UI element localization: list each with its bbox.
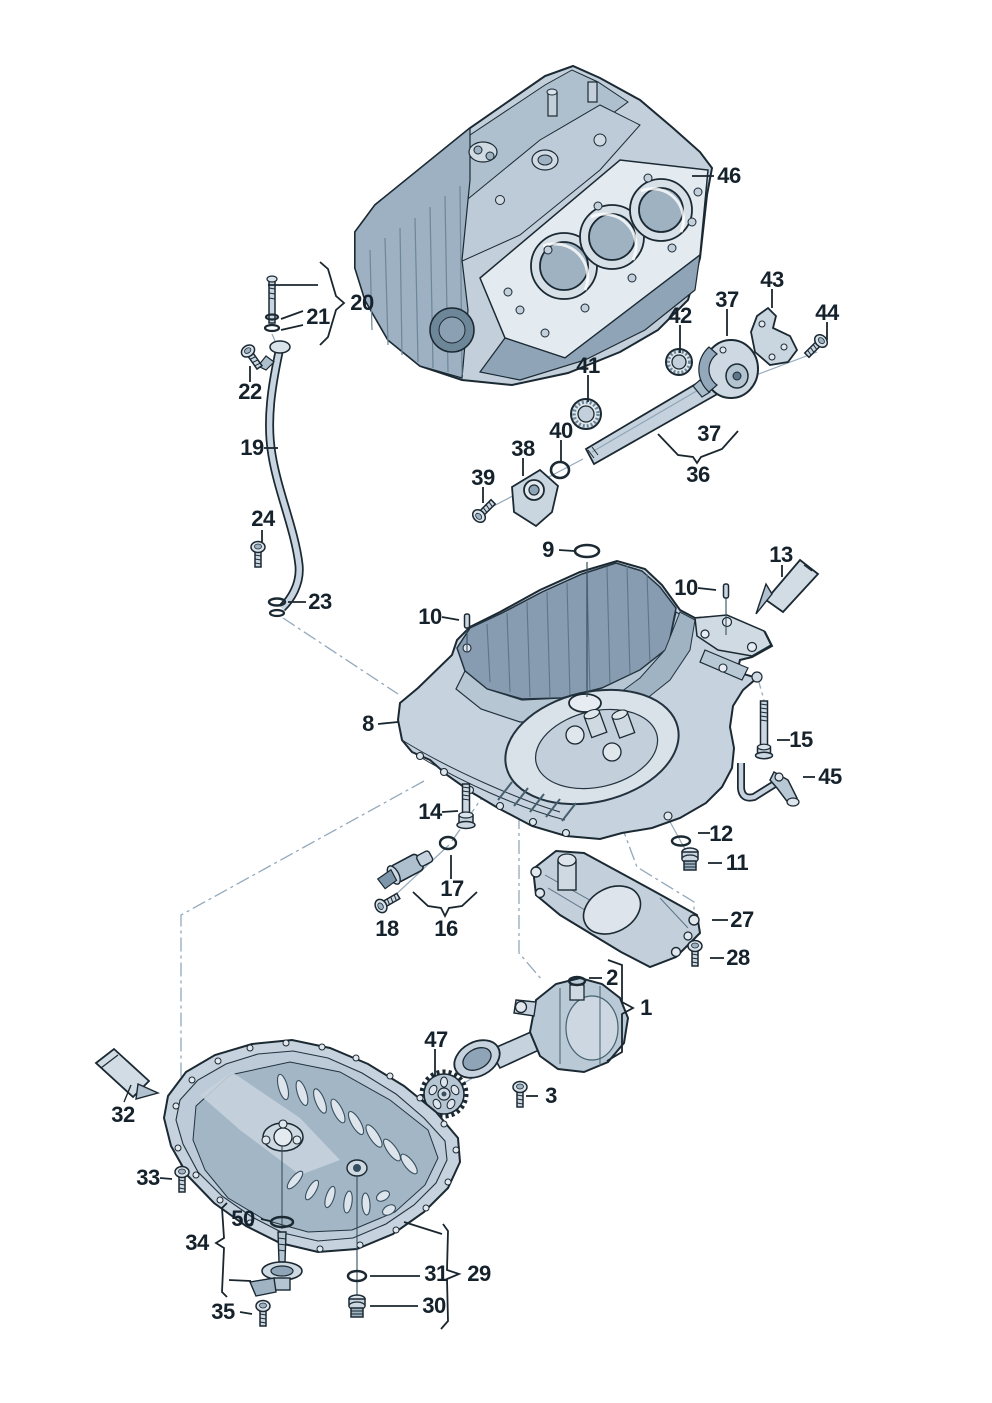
part-label-28: 28 [726,945,750,970]
engine-block-drawing [354,64,714,387]
bearing-42 [665,348,693,376]
part-label-24: 24 [251,506,275,531]
solenoid-valve-group [371,835,458,916]
part-label-27: 27 [730,907,754,932]
washer-21b [263,323,281,333]
part-label-41: 41 [576,353,600,378]
part-label-36: 36 [686,462,710,487]
part-label-38: 38 [511,436,535,461]
oring-31 [346,1269,368,1283]
part-label-37: 37 [697,421,721,446]
part-label-31: 31 [424,1261,448,1286]
part-label-22: 22 [238,379,262,404]
washer-23b [268,608,286,618]
part-label-2: 2 [606,965,618,990]
part-label-11: 11 [725,850,749,875]
dipstick-tube-group [238,275,304,618]
part-label-40: 40 [549,418,573,443]
windage-tray-group [530,849,703,969]
washer-21a [264,313,280,321]
part-label-19: 19 [240,435,264,460]
part-label-45: 45 [818,764,842,789]
part-label-42: 42 [668,303,692,328]
part-label-16: 16 [434,916,458,941]
part-label-35: 35 [211,1299,235,1324]
part-label-30: 30 [422,1293,446,1318]
part-label-13: 13 [769,542,793,567]
part-label-14: 14 [418,799,442,824]
part-label-47: 47 [424,1027,448,1052]
part-label-33: 33 [136,1165,160,1190]
part-label-20: 20 [350,290,374,315]
part-label-50: 50 [231,1206,255,1231]
oil-pump-group [419,975,630,1119]
balance-shaft-group [469,306,831,528]
part-label-46: 46 [717,163,741,188]
oil-level-sensor-34 [249,1146,303,1297]
part-label-3: 3 [545,1083,557,1108]
part-label-32: 32 [111,1102,135,1127]
part-label-8: 8 [362,711,374,736]
part-label-17: 17 [440,876,464,901]
upper-oil-sump-group [396,543,820,871]
oring-2 [567,975,587,987]
oring-12 [670,835,692,847]
sealant-tube-32 [94,1047,161,1103]
part-label-10: 10 [418,604,442,629]
part-label-37: 37 [715,287,739,312]
part-label-9: 9 [542,537,554,562]
sprocket-47 [419,1069,469,1119]
part-label-29: 29 [467,1261,491,1286]
part-label-21: 21 [306,304,330,329]
part-label-34: 34 [185,1230,209,1255]
part-label-44: 44 [815,300,839,325]
part-label-12: 12 [709,821,733,846]
part-label-43: 43 [760,267,784,292]
part-label-1: 1 [640,995,652,1020]
part-label-39: 39 [471,465,495,490]
part-label-18: 18 [375,916,399,941]
washer-23a [267,597,287,607]
bearing-41 [570,398,602,430]
part-label-10: 10 [674,575,698,600]
oring-40 [549,460,571,480]
part-label-15: 15 [789,727,813,752]
oring-17 [438,835,458,851]
part-label-23: 23 [308,589,332,614]
callout-lines [159,175,828,1330]
oring-9 [573,543,601,559]
oring-9-port [568,693,602,713]
oring-50 [269,1215,295,1229]
bracket-45 [737,763,800,807]
oil-pan-group [94,1038,462,1327]
sealant-tube-13 [755,558,820,615]
